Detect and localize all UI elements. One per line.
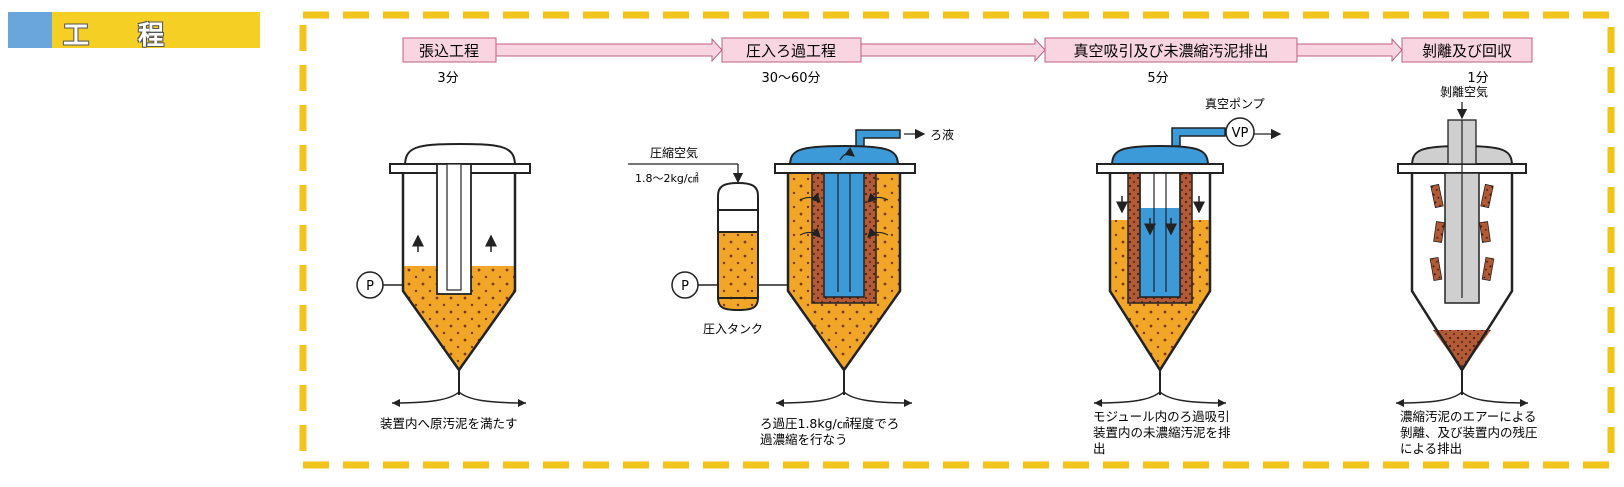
stage-4-caption-line-3: による排出: [1400, 441, 1462, 456]
release-air-label: 剝離空気: [1440, 84, 1488, 99]
stage-4-caption-line-2: 剝離、及び装置内の残圧: [1400, 425, 1538, 440]
flow-arrow-1: [495, 37, 723, 63]
stage-1-vessel: P: [356, 142, 531, 407]
section-title-label: 工 程: [63, 21, 185, 51]
pump-icon: [356, 271, 384, 299]
raw-sludge: [403, 266, 515, 370]
stage-4-label: 剝離及び回収: [1422, 42, 1512, 60]
stage-4-time: 1分: [1467, 71, 1488, 86]
stage-3-caption-line-3: 出: [1093, 441, 1106, 456]
stage-3-caption-line-2: 装置内の未濃縮汚泥を排: [1093, 425, 1231, 440]
stage-2-header: 圧入ろ過工程 30～60分: [721, 37, 862, 86]
stage-3-time: 5分: [1147, 71, 1168, 86]
stage-2-time: 30～60分: [761, 71, 820, 86]
stage-1-time: 3分: [437, 71, 458, 86]
title-yellow-block: [52, 12, 260, 48]
process-frame: [299, 11, 1615, 469]
pump-icon-2: [671, 271, 699, 299]
filtrate-pipe: [855, 129, 901, 147]
pressure-label: 1.8～2kg/㎠: [635, 172, 699, 185]
flow-arrow-2: [860, 37, 1046, 63]
vacuum-pump-symbol: VP: [1232, 126, 1249, 141]
pump-label: P: [366, 279, 374, 294]
pressure-tank: 圧縮空気 1.8～2kg/㎠ P 圧入タンク: [628, 145, 788, 336]
stage-1-header: 張込工程 3分: [402, 37, 497, 86]
stage-3-label: 真空吸引及び未濃縮汚泥排出: [1073, 42, 1268, 60]
filtrate-label: ろ液: [930, 127, 954, 142]
vessel-lid: [403, 142, 517, 167]
vacuum-pump-label: 真空ポンプ: [1205, 97, 1265, 111]
flow-arrow-3: [1296, 37, 1403, 63]
stage-3-caption-line-1: モジュール内のろ過吸引: [1093, 409, 1230, 424]
stage-1-label: 張込工程: [419, 42, 479, 60]
stage-2-caption-line-1: ろ過圧1.8kg/㎠程度でろ: [760, 416, 899, 431]
pump-label-2: P: [681, 279, 689, 294]
stage-4-caption-line-1: 濃縮汚泥のエアーによる: [1400, 409, 1536, 424]
stage-4-vessel: 剝離空気: [1395, 84, 1529, 407]
stage-3-header: 真空吸引及び未濃縮汚泥排出 5分: [1044, 37, 1298, 86]
section-title: 工 程: [8, 12, 260, 51]
title-blue-block: [8, 12, 52, 48]
filtrate-chamber: [823, 172, 865, 298]
stage-4-header: 剝離及び回収 1分: [1401, 37, 1533, 86]
stage-1-caption-line-1: 装置内へ原汚泥を満たす: [380, 416, 518, 431]
compressed-air-label: 圧縮空気: [650, 145, 698, 160]
stage-2-label: 圧入ろ過工程: [746, 42, 836, 60]
stage-flow-arrows: [495, 37, 1403, 63]
stage-2-caption-line-2: 過濃縮を行なう: [760, 432, 848, 447]
vacuum-pump-icon: [1225, 117, 1255, 147]
pressure-tank-label: 圧入タンク: [703, 322, 763, 336]
stage-2-vessel: ろ液: [774, 127, 954, 407]
stage-3-vessel: VP 真空ポンプ: [1093, 97, 1282, 407]
